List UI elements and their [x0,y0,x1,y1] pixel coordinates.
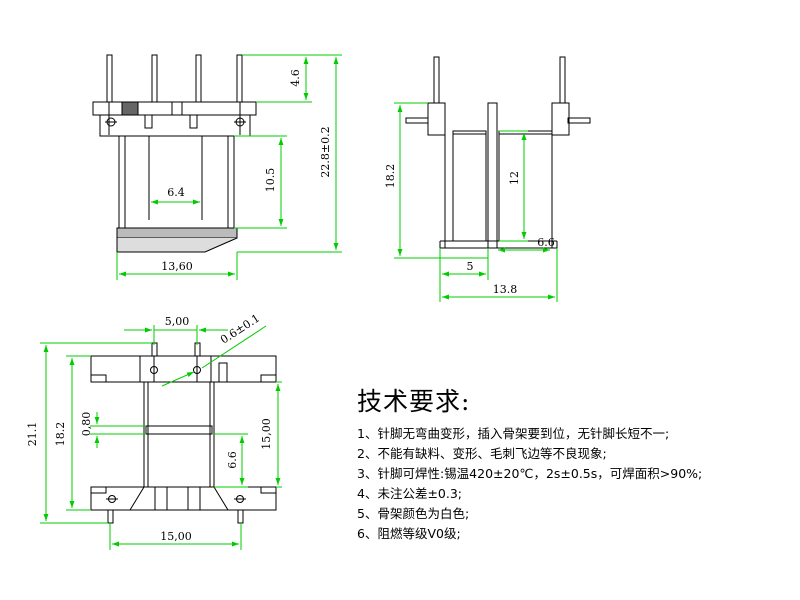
dim-flange-gap: 6.6 [537,236,555,249]
dim-top-overall-width: 15,00 [160,530,192,543]
side-view [405,56,591,249]
front-view-body [116,136,238,253]
front-view-dimensions [116,54,342,280]
requirement-item: 1、针脚无弯曲变形，插入骨架要到位，无针脚长短不一; [357,426,670,441]
technical-requirements-title: 技术要求: [357,387,471,416]
dim-top-inner-height: 18.2 [54,422,67,447]
dim-inner-span: 15,00 [260,418,273,450]
dim-window-height: 10.5 [264,168,277,193]
requirement-item: 4、未注公差±0.3; [357,486,463,501]
dim-side-height: 18.2 [384,164,397,189]
side-view-dimensions [394,102,558,302]
top-view-dimensions [40,325,282,550]
requirement-item: 3、针脚可焊性:锡温420±20℃，2s±0.5s，可焊面积>90%; [357,466,703,481]
requirement-item: 6、阻燃等级V0级; [357,526,461,541]
front-view [92,54,257,253]
dim-side-overall-width: 13.8 [493,283,518,296]
dim-base-width: 13,60 [161,260,193,273]
requirement-item: 5、骨架颜色为白色; [357,506,470,521]
dim-winding-width: 6.6 [226,451,239,469]
side-view-dimension-labels: 18.2 12 6.6 5 13.8 [384,164,555,296]
dim-top-pin-pitch: 5,00 [165,315,190,328]
top-view [90,342,277,524]
front-view-dimension-labels: 4.6 22.8±0.2 10.5 6.4 13,60 [161,69,332,273]
dim-flange-thickness: 0,80 [80,412,93,437]
dim-window-width: 6.4 [167,186,185,199]
front-view-top-flange [92,101,257,137]
requirement-item: 2、不能有缺料、变形、毛刺飞边等不良现象; [357,446,607,461]
dim-pin-diameter: 0.6±0.1 [218,312,262,347]
dim-pin-length: 4.6 [289,69,302,87]
dim-top-overall-height: 21.1 [26,422,39,447]
front-view-pins [106,54,243,135]
dim-side-pin-pitch: 5 [467,260,474,273]
dim-winding-height: 12 [508,171,521,185]
technical-requirements: 技术要求: 1、针脚无弯曲变形，插入骨架要到位，无针脚长短不一; 2、不能有缺料… [357,386,787,544]
dim-overall-height: 22.8±0.2 [319,126,332,177]
